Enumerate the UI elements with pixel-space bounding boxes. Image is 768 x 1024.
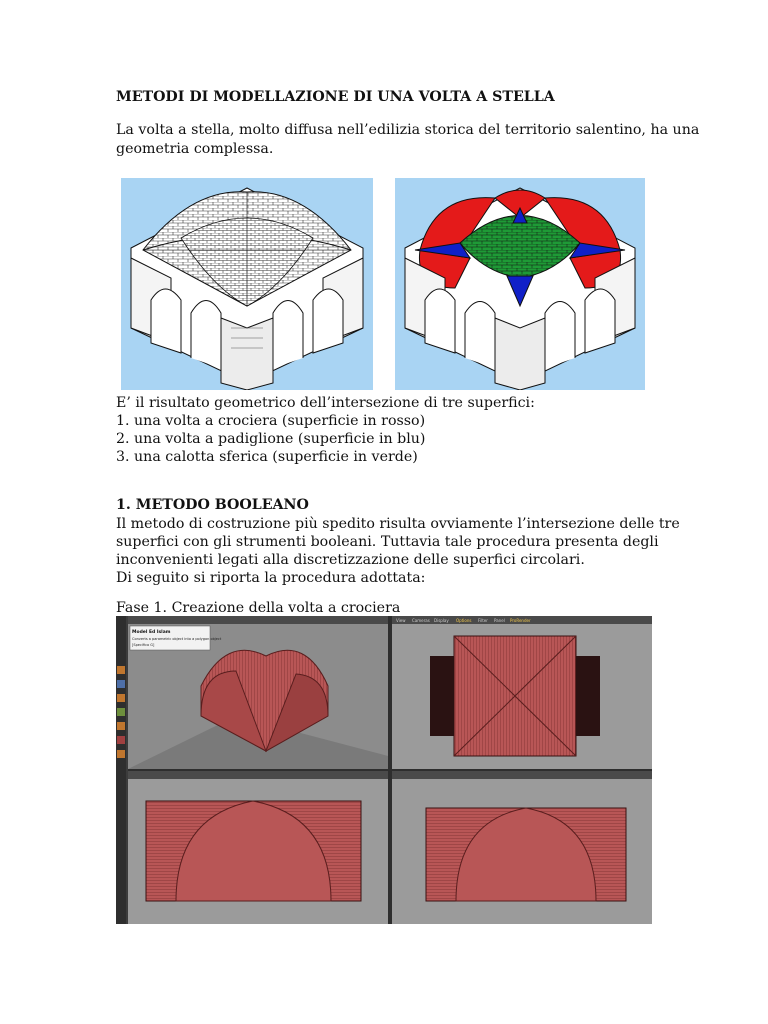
result-line-4: 3. una calotta sferica (superficie in ve… xyxy=(116,449,418,465)
star-vault-line-drawing xyxy=(121,178,373,390)
cinema4d-screenshot: Model Ed Islam Converts a parametric obj… xyxy=(116,616,652,924)
result-line-2: 1. una volta a crociera (superficie in r… xyxy=(116,413,426,429)
phase-1-caption: Fase 1. Creazione della volta a crociera xyxy=(116,600,401,616)
menu-cameras: Cameras xyxy=(412,618,430,623)
section-para-1: Il metodo di costruzione più spedito ris… xyxy=(116,516,680,532)
menu-view: View xyxy=(396,618,406,623)
menu-prorender: ProRender xyxy=(510,618,531,623)
section-para-2: superfici con gli strumenti booleani. Tu… xyxy=(116,534,659,550)
menu-filter: Filter xyxy=(478,618,488,623)
result-line-3: 2. una volta a padiglione (superficie in… xyxy=(116,431,426,447)
result-line-1: E’ il risultato geometrico dell’intersez… xyxy=(116,395,535,411)
intro-line-1: La volta a stella, molto diffusa nell’ed… xyxy=(116,122,700,138)
section-para-4: Di seguito si riporta la procedura adott… xyxy=(116,570,426,586)
menu-display: Display xyxy=(434,618,449,623)
menu-panel: Panel xyxy=(494,618,505,623)
star-vault-colored-drawing xyxy=(395,178,645,390)
section-heading: 1. METODO BOOLEANO xyxy=(116,497,309,513)
intro-line-2: geometria complessa. xyxy=(116,141,274,157)
tooltip-line-1: Converts a parametric object into a poly… xyxy=(132,637,222,641)
tooltip-line-2: [Specifico G] xyxy=(132,643,155,647)
section-para-3: inconvenienti legati alla discretizzazio… xyxy=(116,552,585,568)
page-title: METODI DI MODELLAZIONE DI UNA VOLTA A ST… xyxy=(116,89,555,105)
tooltip-title: Model Ed Islam xyxy=(132,629,171,635)
menu-options: Options xyxy=(456,618,471,623)
